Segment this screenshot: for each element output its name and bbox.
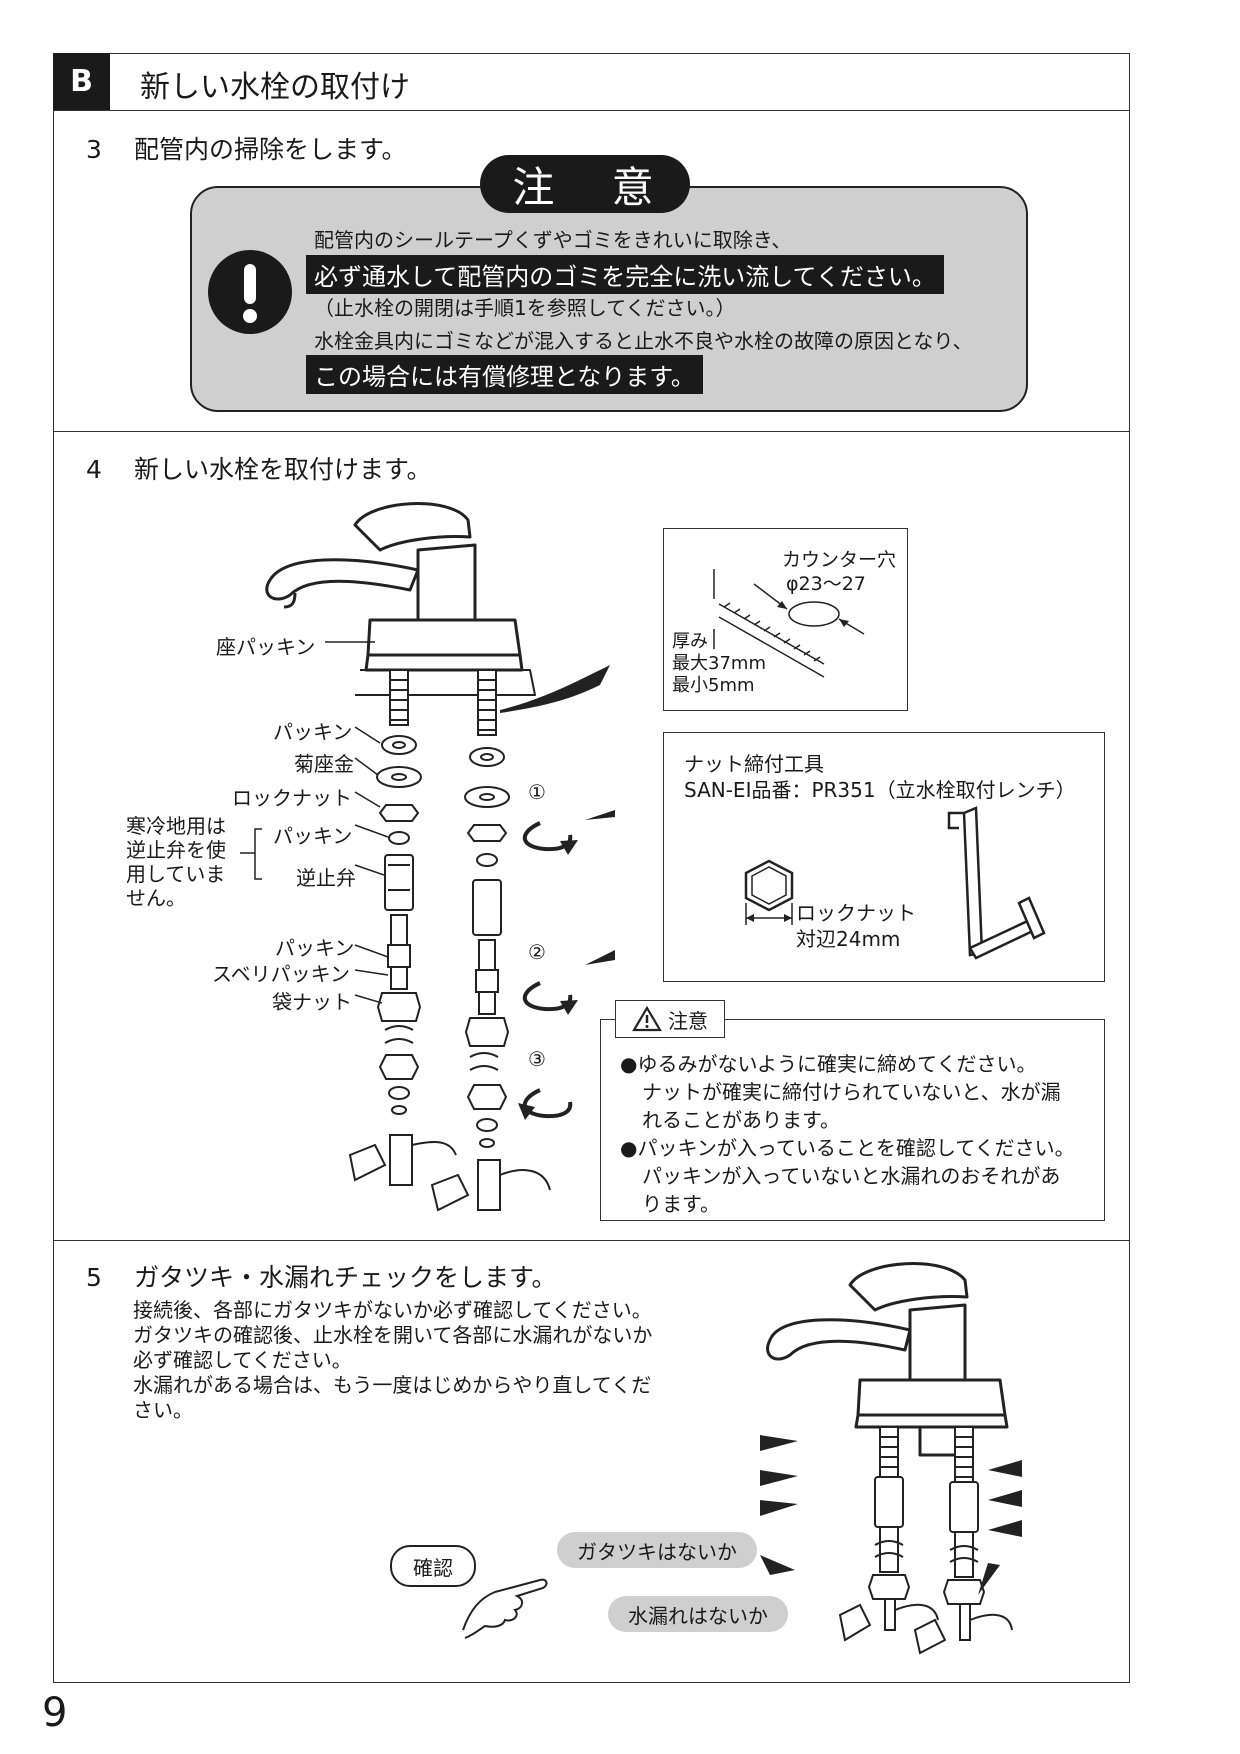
check-pill-looseness: ガタツキはないか xyxy=(557,1532,757,1568)
cold-line3: 用していま xyxy=(126,862,226,886)
warning-icon xyxy=(632,1006,662,1032)
step5-heading: 5 ガタツキ・水漏れチェックをします。 xyxy=(86,1258,557,1294)
tool-model: SAN-EI品番：PR351（立水栓取付レンチ） xyxy=(684,778,1076,802)
faucet-assembly-illustration xyxy=(240,502,615,1212)
hole-label: カウンター穴 xyxy=(782,549,897,571)
circled-3: ③ xyxy=(528,1047,546,1071)
nut-size: 対辺24mm xyxy=(796,927,901,951)
step3-number: 3 xyxy=(86,135,102,164)
note-line4: ●パッキンが入っていることを確認してください。 xyxy=(620,1136,1075,1160)
caution-label: 注 意 xyxy=(480,155,690,213)
label-packin1: パッキン xyxy=(273,720,353,744)
label-cold-region: 寒冷地用は 逆止弁を使 用していま せん。 xyxy=(126,814,226,910)
step4-title: 新しい水栓を取付けます。 xyxy=(134,455,432,484)
step5-p1: 接続後、各部にガタツキがないか必ず確認してください。 xyxy=(133,1298,652,1322)
step5-p4: 水漏れがある場合は、もう一度はじめからやり直してくだ xyxy=(133,1373,652,1397)
section-badge: B xyxy=(53,53,110,110)
nut-label: ロックナット xyxy=(796,901,916,925)
step3-title: 配管内の掃除をします。 xyxy=(134,135,407,164)
check-pill-leak: 水漏れはないか xyxy=(608,1596,788,1632)
tool-title: ナット締付工具 xyxy=(684,752,824,776)
thickness-text: 厚み 最大37mm 最小5mm xyxy=(672,631,766,697)
label-kikuzagane: 菊座金 xyxy=(294,752,354,776)
note-line3: れることがあります。 xyxy=(642,1108,840,1132)
circled-2: ② xyxy=(528,940,546,964)
note-line6: ります。 xyxy=(642,1192,720,1216)
section-header xyxy=(53,53,1130,111)
step4-heading: 4 新しい水栓を取付けます。 xyxy=(86,450,432,486)
label-packin3: パッキン xyxy=(275,936,355,960)
note-line1: ●ゆるみがないように確実に締めてください。 xyxy=(620,1052,1037,1076)
cold-line2: 逆止弁を使 xyxy=(126,838,226,862)
label-locknut: ロックナット xyxy=(232,786,352,810)
exclamation-icon xyxy=(208,250,292,334)
note-label: 注意 xyxy=(668,1008,708,1033)
step5-title: ガタツキ・水漏れチェックをします。 xyxy=(134,1263,557,1292)
caution-line2: （止水栓の開閉は手順1を参照してください。） xyxy=(314,296,736,320)
cold-line1: 寒冷地用は xyxy=(126,814,226,838)
caution-line3: 水栓金具内にゴミなどが混入すると止水不良や水栓の故障の原因となり、 xyxy=(314,329,973,353)
caution-highlight1: 必ず通水して配管内のゴミを完全に洗い流してください。 xyxy=(306,255,944,294)
thickness-min: 最小5mm xyxy=(672,675,755,696)
step5-p2: ガタツキの確認後、止水栓を開いて各部に水漏れがないか xyxy=(133,1323,653,1347)
label-suberi: スベリパッキン xyxy=(212,962,350,986)
step5-p3: 必ず確認してください。 xyxy=(133,1348,352,1372)
step5-p5: さい。 xyxy=(133,1398,193,1422)
step4-number: 4 xyxy=(86,455,102,484)
cold-line4: せん。 xyxy=(126,886,186,910)
circled-1: ① xyxy=(528,780,546,804)
page-frame xyxy=(53,53,1130,1683)
note-label-box: 注意 xyxy=(615,1000,725,1038)
counter-hole-box: カウンター穴 φ23～27 厚み 最大37mm 最小5mm xyxy=(663,528,908,711)
note-line2: ナットが確実に締付けられていないと、水が漏 xyxy=(642,1080,1061,1104)
label-packin2: パッキン xyxy=(273,824,353,848)
divider-step5 xyxy=(53,1240,1130,1241)
faucet-check-illustration xyxy=(760,1262,1022,1655)
note-line5: パッキンが入っていないと水漏れのおそれがあ xyxy=(642,1164,1061,1188)
note-body: ●ゆるみがないように確実に締めてください。 ナットが確実に締付けられていないと、… xyxy=(620,1050,1075,1218)
note-box xyxy=(600,1019,1105,1221)
step5-number: 5 xyxy=(86,1263,102,1292)
step3-heading: 3 配管内の掃除をします。 xyxy=(86,130,407,166)
divider-step4 xyxy=(53,431,1130,432)
confirm-bubble: 確認 xyxy=(390,1545,476,1587)
caution-highlight2: この場合には有償修理となります。 xyxy=(306,355,703,394)
label-gyakushiben: 逆止弁 xyxy=(296,866,356,890)
thickness-max: 最大37mm xyxy=(672,653,766,674)
thickness-label: 厚み xyxy=(672,631,708,652)
tool-box: ナット締付工具 SAN-EI品番：PR351（立水栓取付レンチ） ロックナット … xyxy=(663,732,1105,982)
pointing-hand-icon xyxy=(462,1578,548,1639)
section-title: 新しい水栓の取付け xyxy=(140,70,410,105)
wrench-illustration xyxy=(744,806,1046,960)
caution-line1: 配管内のシールテープくずやゴミをきれいに取除き、 xyxy=(314,228,792,252)
label-zapackin: 座パッキン xyxy=(216,635,316,659)
counter-hole-illustration xyxy=(713,569,865,678)
label-fukuro: 袋ナット xyxy=(272,990,352,1014)
hole-size: φ23～27 xyxy=(786,573,866,595)
page-number: 9 xyxy=(42,1690,68,1736)
step5-body: 接続後、各部にガタツキがないか必ず確認してください。 ガタツキの確認後、止水栓を… xyxy=(133,1298,652,1423)
